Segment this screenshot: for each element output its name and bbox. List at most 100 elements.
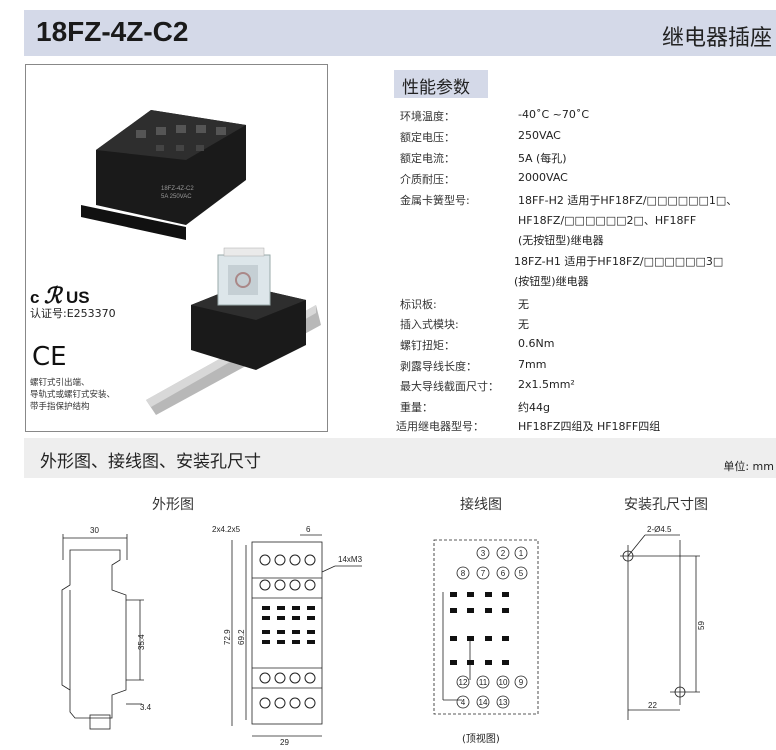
spec-label: 额定电压： bbox=[400, 131, 455, 144]
spec-label: 环境温度： bbox=[400, 110, 455, 123]
outline-label: 外形图 bbox=[152, 497, 194, 513]
spec-value: 250VAC bbox=[518, 129, 561, 142]
feature-line-1: 螺钉式引出端、 bbox=[30, 378, 90, 388]
svg-text:18FZ-4Z-C2: 18FZ-4Z-C2 bbox=[161, 186, 194, 192]
pin-circle bbox=[496, 546, 510, 560]
ul-mark-logo: c ℛ US bbox=[30, 283, 90, 308]
pin-circle bbox=[456, 566, 470, 580]
category-title: 继电器插座 bbox=[661, 26, 772, 51]
svg-text:c: c bbox=[30, 288, 39, 307]
dim-6: 6 bbox=[306, 525, 311, 534]
socket-photo-1: 18FZ-4Z-C2 5A 250VAC bbox=[81, 110, 246, 240]
spec-label: 金属卡簧型号: bbox=[400, 194, 470, 207]
dim-59: 59 bbox=[697, 621, 706, 630]
product-photo: 18FZ-4Z-C2 5A 250VAC c ℛ US CE bbox=[30, 110, 321, 415]
mount-label: 安装孔尺寸图 bbox=[624, 497, 708, 513]
spec-label: 适用继电器型号： bbox=[396, 420, 484, 433]
spec-value: (无按钮型)继电器 bbox=[518, 234, 604, 247]
pin-label: 3 bbox=[481, 549, 486, 558]
dim-35-4: 35.4 bbox=[137, 634, 146, 650]
spec-label: 螺钉扭矩： bbox=[400, 339, 455, 352]
mount-hole-drawing bbox=[620, 534, 700, 720]
pin-label: 2 bbox=[501, 549, 506, 558]
front-view-drawing bbox=[231, 534, 362, 737]
spec-label: 额定电流： bbox=[400, 152, 455, 165]
cert-number: 认证号:E253370 bbox=[30, 307, 116, 320]
dim-30: 30 bbox=[90, 526, 99, 535]
side-view-drawing bbox=[61, 534, 144, 730]
pin-circle bbox=[476, 546, 490, 560]
socket-photo-2 bbox=[191, 247, 306, 370]
dim-2x4-2x5: 2x4.2x5 bbox=[212, 525, 241, 534]
product-photo-panel: 18FZ-4Z-C2 5A 250VAC c ℛ US CE 认证号:E2533… bbox=[25, 64, 328, 432]
spec-value: 2x1.5mm² bbox=[518, 378, 575, 391]
spec-value: HF18FZ四组及 HF18FF四组 bbox=[518, 420, 661, 433]
top-view-label: (顶视图) bbox=[462, 732, 500, 745]
feature-line-2: 导轨式或螺钉式安装、 bbox=[30, 390, 116, 400]
wiring-label: 接线图 bbox=[460, 497, 502, 513]
section-bar: 外形图、接线图、安装孔尺寸 单位: mm bbox=[24, 438, 776, 478]
pin-label: 8 bbox=[461, 569, 466, 578]
wiring-contacts bbox=[450, 592, 509, 665]
spec-value: 18FF-H2 适用于HF18FZ/□□□□□□1□、 bbox=[518, 194, 738, 207]
spec-label: 介质耐压： bbox=[400, 173, 455, 186]
svg-text:5A 250VAC: 5A 250VAC bbox=[161, 194, 192, 200]
pin-label: 9 bbox=[519, 678, 524, 687]
spec-label: 重量： bbox=[400, 401, 433, 414]
pin-label: 10 bbox=[499, 678, 508, 687]
section-title: 外形图、接线图、安装孔尺寸 bbox=[40, 452, 261, 472]
feature-line-3: 带手指保护结构 bbox=[30, 402, 90, 412]
pin-label: 5 bbox=[519, 569, 524, 578]
header-bar: 18FZ-4Z-C2 继电器插座 bbox=[24, 10, 776, 56]
spec-label: 最大导线截面尺寸： bbox=[400, 380, 499, 393]
spec-value: -40˚C ~70˚C bbox=[518, 108, 590, 121]
pin-label: 6 bbox=[501, 569, 506, 578]
front-view-terminals bbox=[259, 554, 316, 709]
spec-value: 无 bbox=[518, 318, 529, 331]
spec-value: (按钮型)继电器 bbox=[514, 275, 589, 288]
model-title: 18FZ-4Z-C2 bbox=[36, 16, 189, 47]
pin-label: 14 bbox=[479, 698, 488, 707]
dim-22: 22 bbox=[648, 701, 657, 710]
spec-value: 7mm bbox=[518, 358, 547, 371]
unit-label: 单位: mm bbox=[723, 460, 774, 473]
pin-label: 12 bbox=[459, 678, 468, 687]
dim-3-4: 3.4 bbox=[140, 703, 152, 712]
spec-value: HF18FZ/□□□□□□2□、HF18FF bbox=[518, 214, 697, 227]
dim-72-9: 72.9 bbox=[223, 629, 232, 645]
spec-label: 标识板: bbox=[400, 298, 437, 311]
pin-label: 4 bbox=[461, 698, 466, 707]
spec-value: 无 bbox=[518, 298, 529, 311]
dim-29: 29 bbox=[280, 738, 289, 747]
pin-circle bbox=[476, 695, 490, 709]
pin-circle bbox=[514, 566, 528, 580]
pin-circle bbox=[476, 566, 490, 580]
pin-circle bbox=[456, 675, 470, 689]
spec-value: 2000VAC bbox=[518, 171, 568, 184]
pin-circle bbox=[456, 695, 470, 709]
spec-value: 0.6Nm bbox=[518, 337, 555, 350]
svg-text:ℛ: ℛ bbox=[44, 283, 64, 308]
spec-label: 剥露导线长度： bbox=[400, 360, 477, 373]
pin-circle bbox=[514, 546, 528, 560]
spec-value: 18FZ-H1 适用于HF18FZ/□□□□□□3□ bbox=[514, 255, 724, 268]
spec-label: 插入式模块: bbox=[400, 318, 459, 331]
pin-circle bbox=[476, 675, 490, 689]
dim-69-2: 69.2 bbox=[237, 629, 246, 645]
pin-circle bbox=[514, 675, 528, 689]
pin-circle bbox=[496, 675, 510, 689]
ce-mark-logo: CE bbox=[32, 342, 67, 372]
pin-label: 13 bbox=[499, 698, 508, 707]
pin-circle bbox=[496, 695, 510, 709]
dim-2-4-5: 2-Ø4.5 bbox=[647, 525, 672, 534]
svg-text:US: US bbox=[66, 288, 90, 307]
spec-value: 约44g bbox=[518, 401, 550, 414]
dim-14xm3: 14xM3 bbox=[338, 555, 363, 564]
pin-circle bbox=[496, 566, 510, 580]
spec-value: 5A (每孔) bbox=[518, 152, 567, 165]
pin-label: 1 bbox=[519, 549, 524, 558]
pin-label: 11 bbox=[479, 678, 488, 687]
spec-title: 性能参数 bbox=[394, 70, 488, 98]
